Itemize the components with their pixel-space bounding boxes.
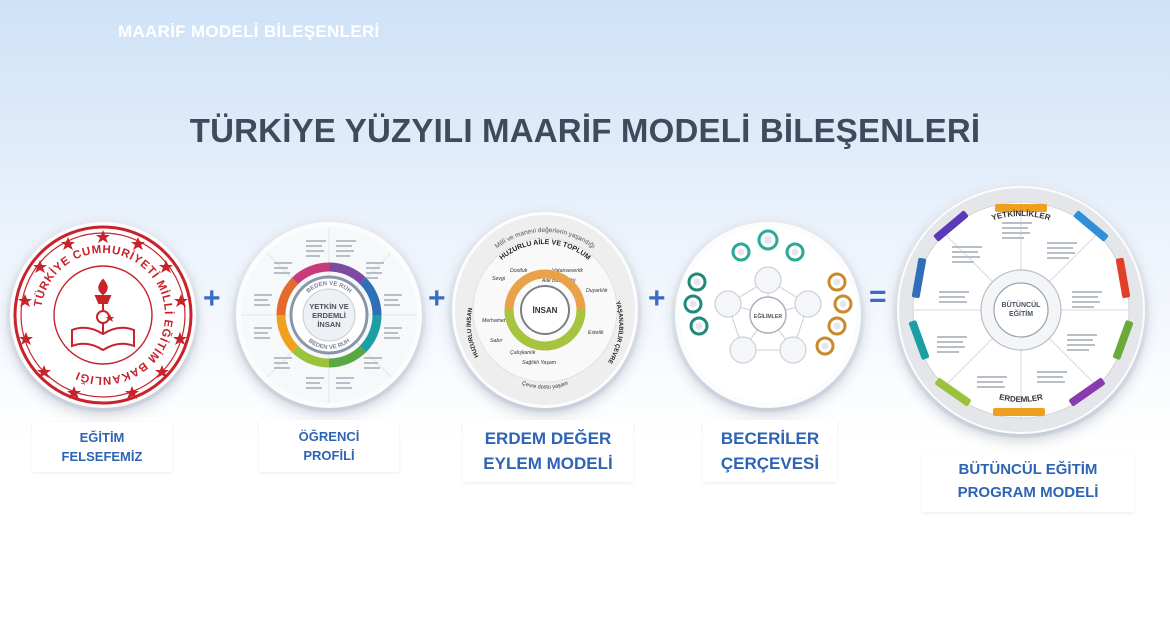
wheel-top-label: YETKİNLİKLER: [990, 209, 1051, 222]
wheel-center-line2: EĞİTİM: [1009, 309, 1033, 318]
svg-text:Çevre dostu yaşam: Çevre dostu yaşam: [521, 381, 569, 391]
component-holistic-wheel: BÜTÜNCÜL EĞİTİM YETKİNLİKLER ERDEMLER: [897, 186, 1145, 434]
virtue-value-action-diagram-icon: Millî ve manevi değerlerin yaşandığı HUZ…: [455, 215, 635, 405]
svg-text:Vatanseverlik: Vatanseverlik: [552, 268, 583, 274]
seal-stars: [18, 230, 188, 399]
svg-text:Merhamet: Merhamet: [482, 318, 506, 324]
plus-operator: +: [203, 282, 221, 315]
slide-header-title: MAARİF MODELİ BİLEŞENLERİ: [118, 22, 380, 41]
svg-text:Sevgi: Sevgi: [492, 276, 506, 282]
torch-book-icon: [71, 278, 135, 352]
holistic-program-wheel-icon: BÜTÜNCÜL EĞİTİM YETKİNLİKLER ERDEMLER: [899, 188, 1143, 432]
wheel-color-tabs: [908, 204, 1134, 416]
profile-color-ring: [276, 262, 382, 368]
svg-text:YETKİNLİKLER: YETKİNLİKLER: [990, 209, 1051, 222]
profile-center-line3: İNSAN: [317, 320, 340, 329]
component-seal: TÜRKİYE CUMHURİYETİ MİLLİ EĞİTİM BAKANLI…: [10, 222, 196, 408]
svg-text:Sabır: Sabır: [490, 338, 503, 344]
svg-text:ERDEMLER: ERDEMLER: [998, 392, 1043, 404]
component-student-profile: BEDEN VE RUH BEDEN VE RUH YETKİN VE ERDE…: [236, 222, 422, 408]
svg-text:Duyarlılık: Duyarlılık: [586, 288, 608, 294]
virtue-bottom-arc: Çevre dostu yaşam: [521, 381, 569, 391]
label-beceriler-cercevesi: BECERİLER ÇERÇEVESİ: [703, 420, 837, 482]
svg-text:Dostluk: Dostluk: [510, 268, 528, 274]
label-erdem-deger-eylem: ERDEM DEĞER EYLEM MODELİ: [463, 420, 633, 482]
plus-operator: +: [648, 282, 666, 315]
skills-center: EĞİLİMLER: [754, 312, 782, 320]
label-butuncul-egitim: BÜTÜNCÜL EĞİTİM PROGRAM MODELİ: [922, 452, 1134, 512]
label-egitim-felsefemiz: EĞİTİM FELSEFEMİZ: [32, 422, 172, 472]
svg-text:Çalışkanlık: Çalışkanlık: [510, 350, 536, 356]
virtue-center: İNSAN: [533, 306, 558, 315]
wheel-bullet-texts: [937, 222, 1102, 388]
meb-seal-icon: TÜRKİYE CUMHURİYETİ MİLLİ EĞİTİM BAKANLI…: [13, 225, 193, 405]
svg-text:Sağlıklı Yaşam: Sağlıklı Yaşam: [522, 360, 557, 366]
equals-operator: =: [869, 280, 887, 313]
profile-center-line1: YETKİN VE: [309, 302, 349, 311]
component-virtue-model: Millî ve manevi değerlerin yaşandığı HUZ…: [452, 212, 638, 408]
label-ogrenci-profili: ÖĞRENCİ PROFİLİ: [259, 420, 399, 472]
plus-operator: +: [428, 282, 446, 315]
wheel-center-line1: BÜTÜNCÜL: [1002, 300, 1042, 309]
student-profile-diagram-icon: BEDEN VE RUH BEDEN VE RUH YETKİN VE ERDE…: [241, 227, 417, 403]
svg-text:Estetik: Estetik: [588, 330, 604, 336]
wheel-bottom-label: ERDEMLER: [998, 392, 1043, 404]
profile-bullet-texts: [254, 240, 402, 389]
skills-framework-diagram-icon: EĞİLİMLER: [680, 227, 856, 403]
component-skills-framework: EĞİLİMLER: [675, 222, 861, 408]
main-title: TÜRKİYE YÜZYILI MAARİF MODELİ BİLEŞENLER…: [189, 112, 981, 149]
profile-center-line2: ERDEMLİ: [312, 311, 346, 320]
